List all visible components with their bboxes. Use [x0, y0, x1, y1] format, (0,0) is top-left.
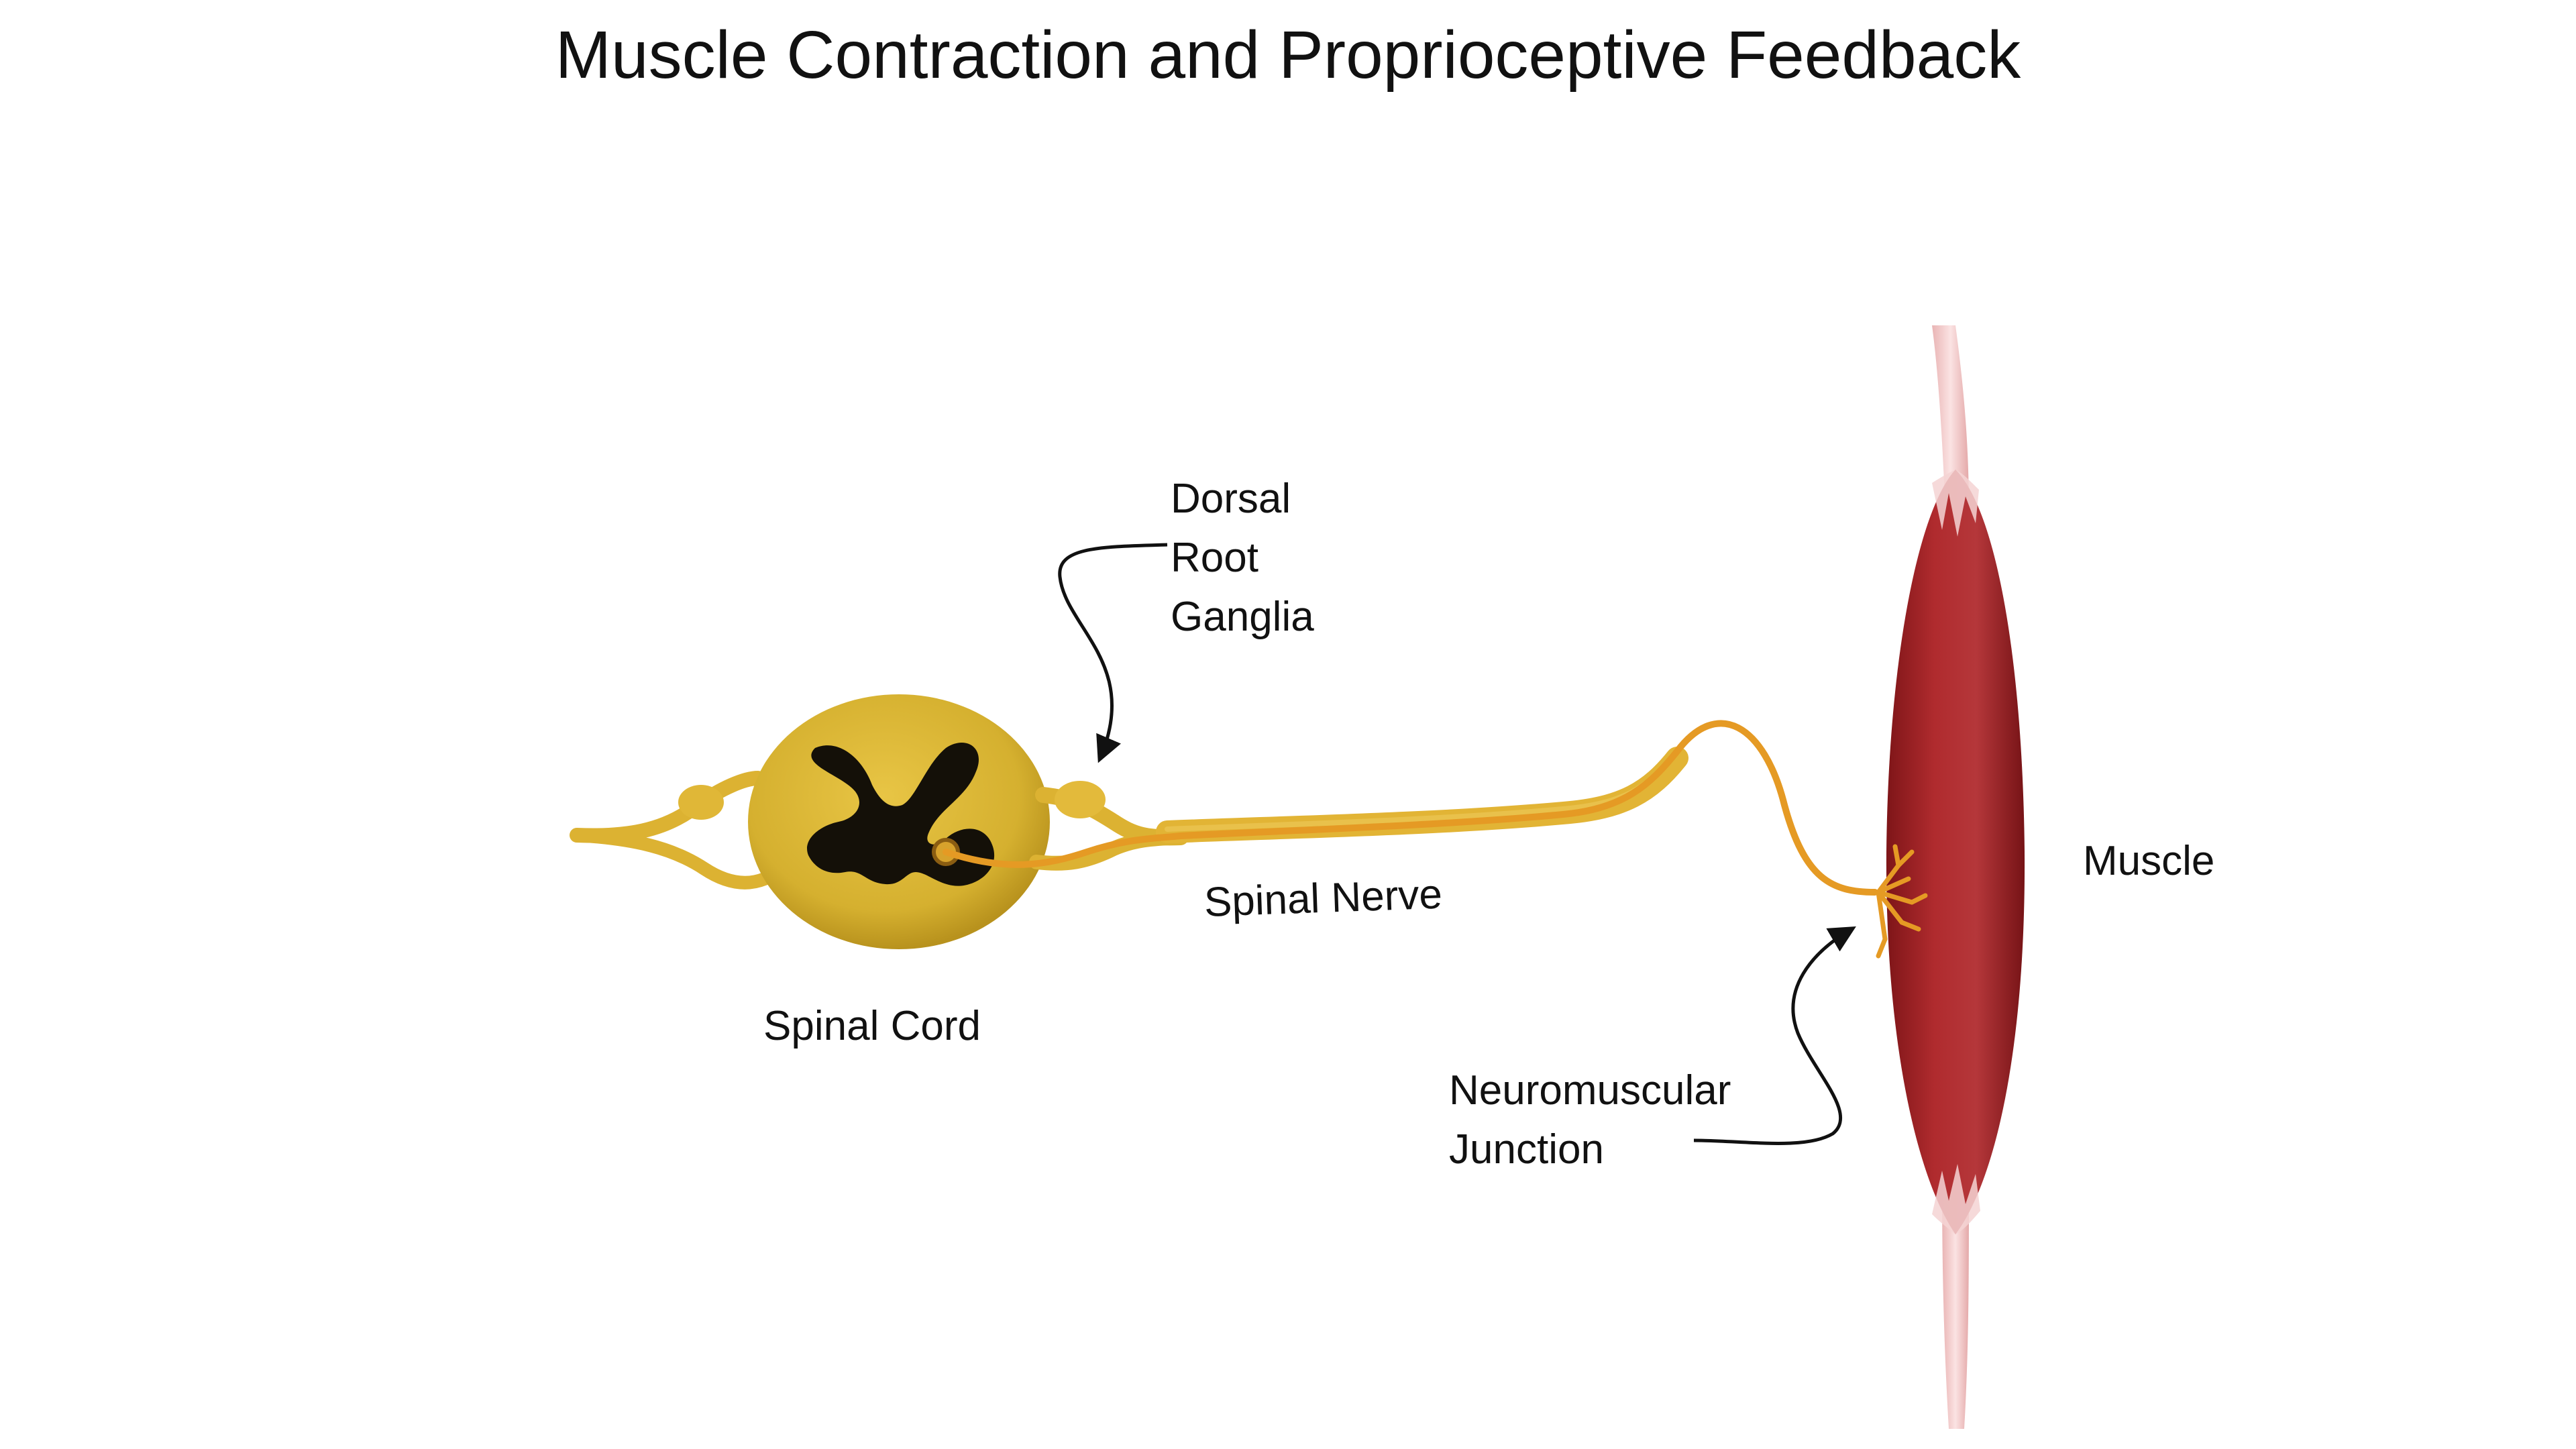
dorsal-root-ganglia-label: Dorsal Root Ganglia [1171, 470, 1314, 647]
muscle [1886, 325, 2025, 1429]
muscle-label: Muscle [2083, 838, 2215, 884]
dorsal-root-ganglia-arrow [1058, 543, 1168, 763]
muscle-belly [1886, 470, 2025, 1234]
motor-axon [943, 720, 1878, 896]
neuromuscular-junction-arrow [1693, 926, 1856, 1145]
tendon-top [1932, 325, 1969, 510]
label-line: Dorsal [1171, 476, 1291, 522]
label-line: Root [1171, 535, 1258, 581]
spinal-cord-label: Spinal Cord [763, 1003, 981, 1049]
tendon-bottom [1942, 1181, 1969, 1429]
spinal-cord [748, 694, 1050, 949]
label-line: Junction [1449, 1126, 1604, 1173]
label-line: Ganglia [1171, 594, 1314, 640]
right-nerve-roots [1029, 781, 1189, 871]
dorsal-root-ganglion [1055, 781, 1106, 818]
page-title: Muscle Contraction and Proprioceptive Fe… [555, 17, 2021, 93]
neuromuscular-junction-label: Neuromuscular Junction [1449, 1061, 1731, 1179]
left-nerve-roots [570, 771, 771, 890]
spinal-nerve-label: Spinal Nerve [1203, 871, 1443, 926]
label-line: Neuromuscular [1449, 1067, 1731, 1114]
neuromuscular-junction [1876, 844, 1928, 959]
